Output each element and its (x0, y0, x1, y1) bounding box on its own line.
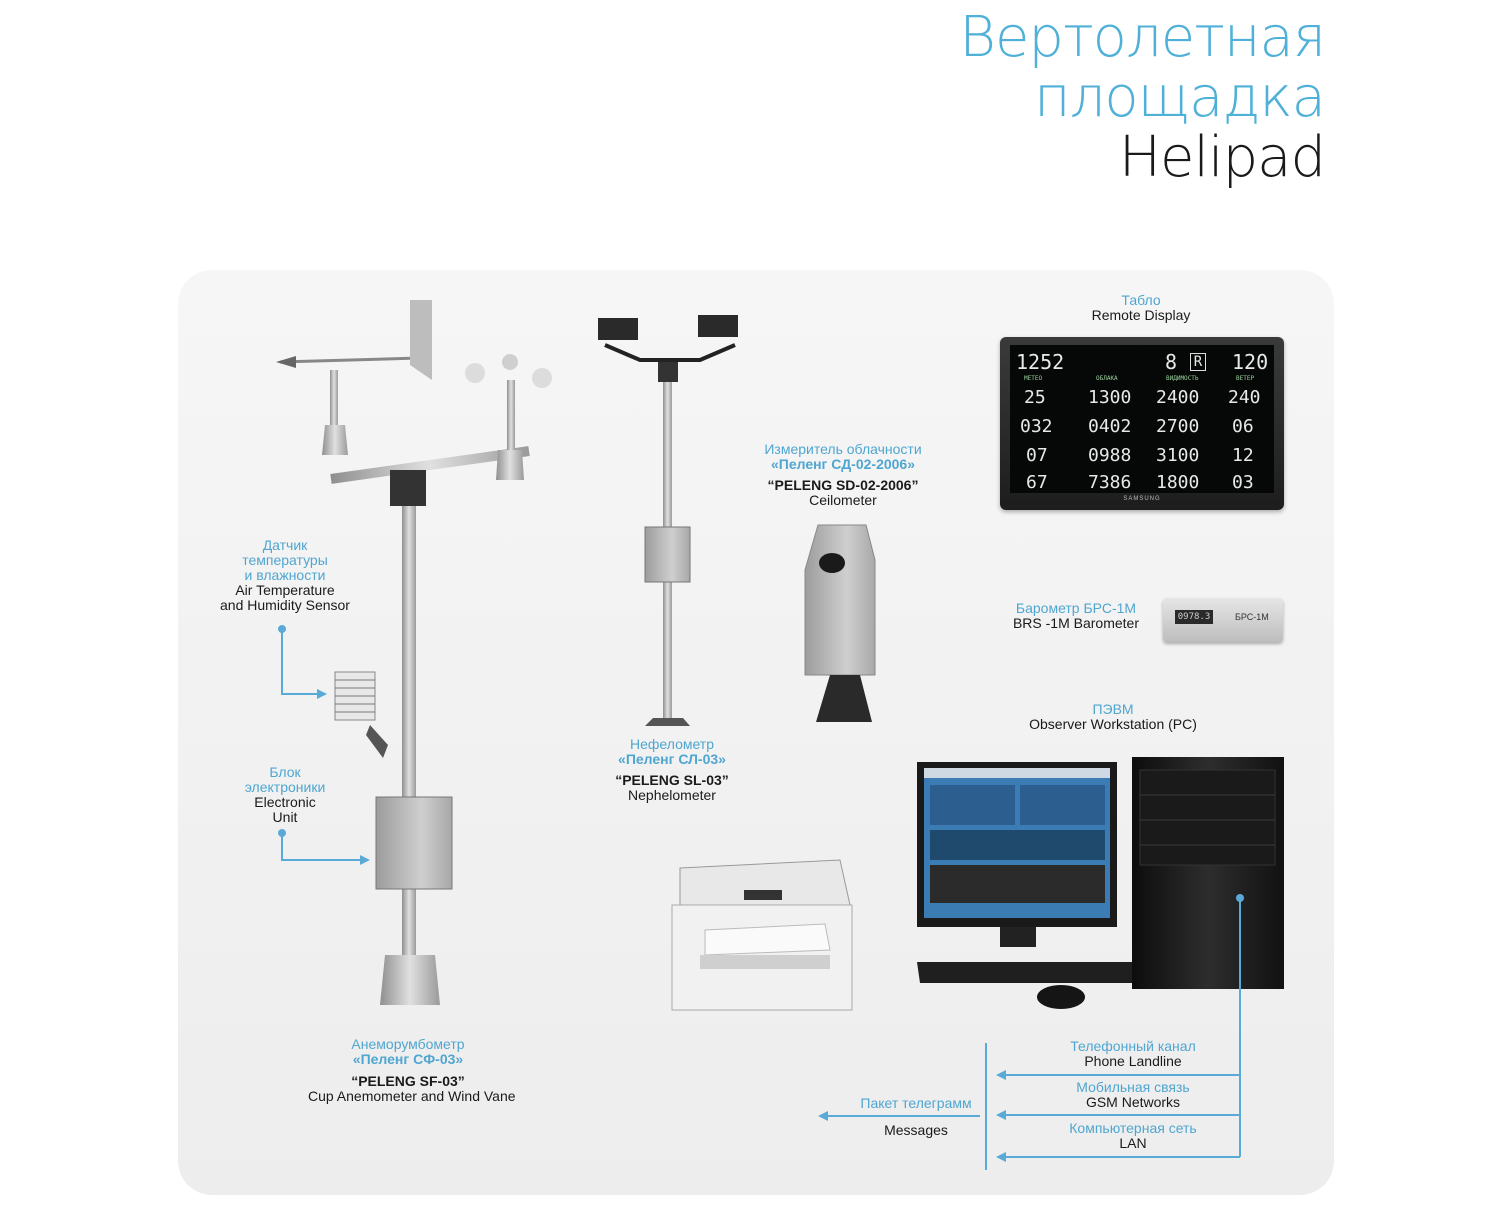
barometer-en: BRS -1M Barometer (1012, 615, 1140, 631)
remote-display-screen: 1252 8 R 120 МЕТЕО ОБЛАКА ВИДИМОСТЬ ВЕТЕ… (1000, 337, 1284, 510)
electronic-unit-ru2: электроники (244, 779, 326, 795)
title-ru-line1: Вертолетная (959, 5, 1326, 70)
display-cell: 25 (1024, 387, 1046, 408)
temperature-sensor-shield (334, 671, 388, 758)
gsm-channel-label: Мобильная связь GSM Networks (1053, 1080, 1213, 1110)
nephelometer-en1: “PELENG SL-03” (615, 772, 729, 788)
temp-sensor-en2: and Humidity Sensor (220, 597, 350, 613)
ceilometer-ru2: «Пеленг СД-02-2006» (770, 456, 916, 472)
gsm-ru: Мобильная связь (1076, 1079, 1190, 1095)
pc-tower (1132, 757, 1284, 989)
electronic-unit-box (375, 796, 453, 890)
pc-monitor (917, 762, 1148, 1009)
temp-sensor-ru2: температуры (242, 552, 328, 568)
lan-ru: Компьютерная сеть (1069, 1120, 1197, 1136)
anemometer-mast (276, 300, 552, 1005)
phone-ru: Телефонный канал (1070, 1038, 1196, 1054)
display-cell: 07 (1026, 445, 1048, 466)
nephelometer-en2: Nephelometer (628, 787, 716, 803)
messages-label: Пакет телеграмм Messages (851, 1096, 981, 1138)
display-cell: 3100 (1156, 445, 1200, 466)
display-cell: 0402 (1088, 416, 1132, 437)
display-cell: 2400 (1156, 387, 1200, 408)
remote-display-ru: Табло (1121, 292, 1161, 308)
workstation-ru: ПЭВМ (1092, 701, 1134, 717)
connector-lines (278, 625, 1244, 1170)
lan-channel-label: Компьютерная сеть LAN (1053, 1121, 1213, 1151)
nephelometer-device (598, 315, 738, 726)
printer-device (671, 859, 853, 1011)
display-cell: 03 (1232, 472, 1254, 493)
anemometer-label: Анеморумбометр «Пеленг СФ-03» “PELENG SF… (308, 1036, 516, 1104)
display-cell: 67 (1026, 472, 1048, 493)
remote-display-en: Remote Display (1091, 307, 1191, 323)
display-top-mid: 8 (1165, 350, 1178, 374)
display-header-clouds: ОБЛАКА (1096, 375, 1118, 382)
display-top-left: 1252 (1016, 350, 1065, 374)
display-cell: 1800 (1156, 472, 1200, 493)
barometer-readout: 0978.3 (1175, 610, 1213, 624)
display-header-visibility: ВИДИМОСТЬ (1166, 375, 1199, 382)
phone-channel-label: Телефонный канал Phone Landline (1053, 1039, 1213, 1069)
display-cell: 12 (1232, 445, 1254, 466)
barometer-model: БРС-1М (1235, 612, 1269, 622)
barometer-device: 0978.3 БРС-1М (1163, 598, 1283, 642)
temp-sensor-ru1: Датчик (262, 537, 308, 553)
temp-sensor-ru3: и влажности (244, 567, 326, 583)
title-ru-line2: площадка (1033, 65, 1326, 130)
remote-display-label: Табло Remote Display (1071, 293, 1211, 323)
messages-en: Messages (884, 1122, 948, 1138)
anemometer-en2: Cup Anemometer and Wind Vane (308, 1088, 516, 1104)
nephelometer-label: Нефелометр «Пеленг СЛ-03» “PELENG SL-03”… (592, 737, 752, 803)
display-cell: 032 (1020, 416, 1053, 437)
display-brand: SAMSUNG (1123, 496, 1161, 502)
temp-sensor-en1: Air Temperature (235, 582, 335, 598)
anemometer-en1: “PELENG SF-03” (351, 1073, 465, 1089)
display-top-right: 120 (1232, 350, 1269, 374)
ceilometer-label: Измеритель облачности «Пеленг СД-02-2006… (753, 442, 933, 508)
temp-sensor-label: Датчик температуры и влажности Air Tempe… (215, 538, 355, 613)
ceilometer-en2: Ceilometer (809, 492, 877, 508)
display-cell: 240 (1228, 387, 1261, 408)
display-cell: 06 (1232, 416, 1254, 437)
display-header-wind: ВЕТЕР (1236, 375, 1255, 382)
page-title: Вертолетная площадка Helipad (959, 5, 1326, 190)
anemometer-ru1: Анеморумбометр (351, 1036, 465, 1052)
display-cell: 2700 (1156, 416, 1200, 437)
workstation-en: Observer Workstation (PC) (1029, 716, 1197, 732)
messages-ru: Пакет телеграмм (860, 1095, 972, 1111)
electronic-unit-en2: Unit (272, 809, 298, 825)
nephelometer-ru2: «Пеленг СЛ-03» (618, 751, 726, 767)
nephelometer-ru1: Нефелометр (630, 736, 714, 752)
ceilometer-en1: “PELENG SD-02-2006” (767, 477, 919, 493)
anemometer-ru2: «Пеленг СФ-03» (352, 1051, 464, 1067)
workstation-label: ПЭВМ Observer Workstation (PC) (1023, 702, 1203, 732)
barometer-ru: Барометр БРС-1М (1015, 600, 1137, 616)
phone-en: Phone Landline (1084, 1053, 1182, 1069)
title-en: Helipad (1118, 125, 1326, 190)
lan-en: LAN (1119, 1135, 1147, 1151)
display-cell: 0988 (1088, 445, 1132, 466)
electronic-unit-label: Блок электроники Electronic Unit (215, 765, 355, 825)
remote-display-panel: 1252 8 R 120 МЕТЕО ОБЛАКА ВИДИМОСТЬ ВЕТЕ… (1010, 345, 1274, 493)
barometer-label: Барометр БРС-1М BRS -1M Barometer (1006, 601, 1146, 631)
ceilometer-ru1: Измеритель облачности (764, 441, 922, 457)
electronic-unit-ru1: Блок (269, 764, 301, 780)
display-header-meteo: МЕТЕО (1024, 375, 1043, 382)
display-cell: 1300 (1088, 387, 1132, 408)
display-top-rwy: R (1190, 353, 1206, 371)
ceilometer-device (804, 524, 876, 722)
display-cell: 7386 (1088, 472, 1132, 493)
electronic-unit-en1: Electronic (254, 794, 316, 810)
gsm-en: GSM Networks (1085, 1094, 1181, 1110)
